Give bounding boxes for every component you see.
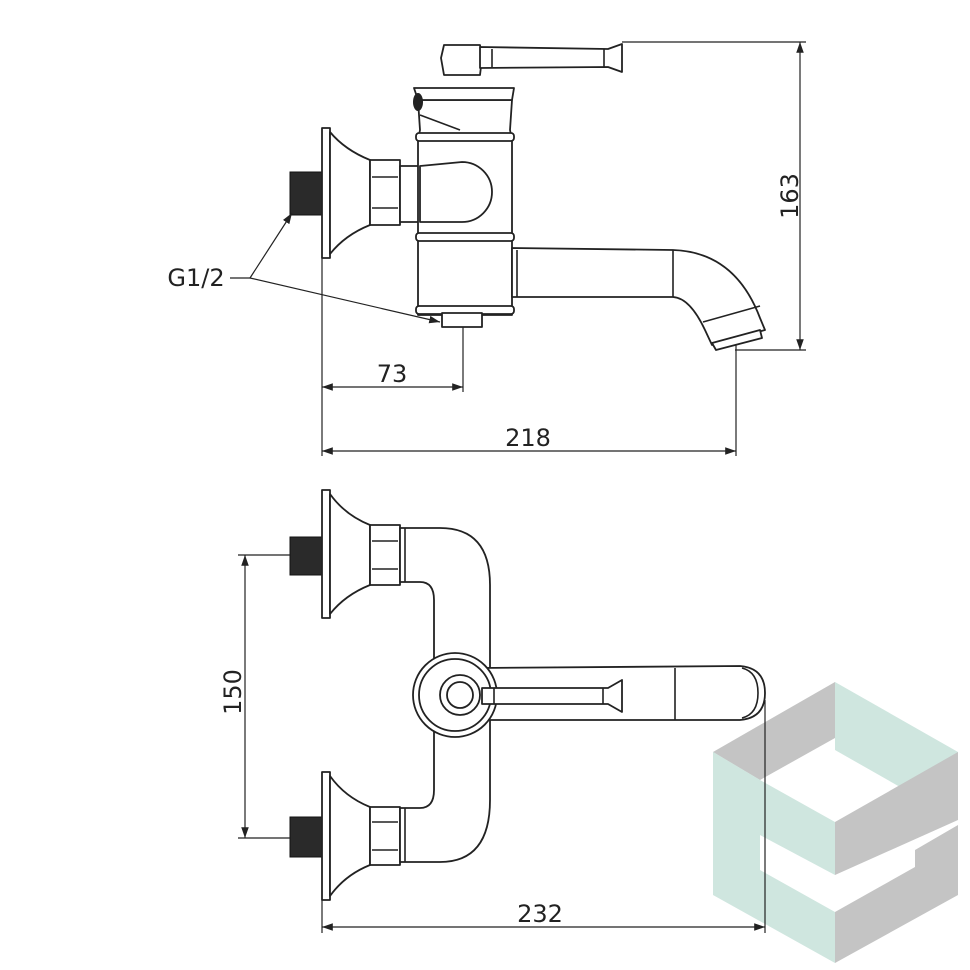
watermark-cube-logo — [713, 682, 958, 963]
inlet-thread-lower — [289, 816, 323, 858]
dim-total-depth-label: 218 — [505, 424, 551, 452]
wall-flange — [321, 127, 331, 259]
hex-nut-upper — [369, 524, 401, 586]
handle-lever — [479, 43, 623, 73]
hex-nut — [369, 159, 401, 226]
bottom-outlet — [441, 312, 483, 328]
handle-lever-top — [481, 679, 623, 713]
side-view — [289, 43, 766, 351]
thread-size-label: G1/2 — [167, 264, 224, 292]
dim-inlet-spacing-label: 150 — [219, 669, 247, 715]
top-view — [289, 489, 766, 901]
handle-knob — [440, 44, 483, 76]
inlet-thread-upper — [289, 536, 323, 576]
hex-nut-lower — [369, 806, 401, 866]
inlet-thread — [289, 171, 323, 216]
spout — [511, 247, 766, 346]
diverter-housing — [419, 161, 493, 223]
side-view-dimensions: 163 73 218 G1/2 — [167, 41, 806, 456]
dim-outlet-offset-label: 73 — [377, 360, 408, 388]
top-view-dimensions: 150 232 — [219, 554, 766, 933]
dim-total-reach-label: 232 — [517, 900, 563, 928]
dim-height-label: 163 — [776, 173, 804, 219]
